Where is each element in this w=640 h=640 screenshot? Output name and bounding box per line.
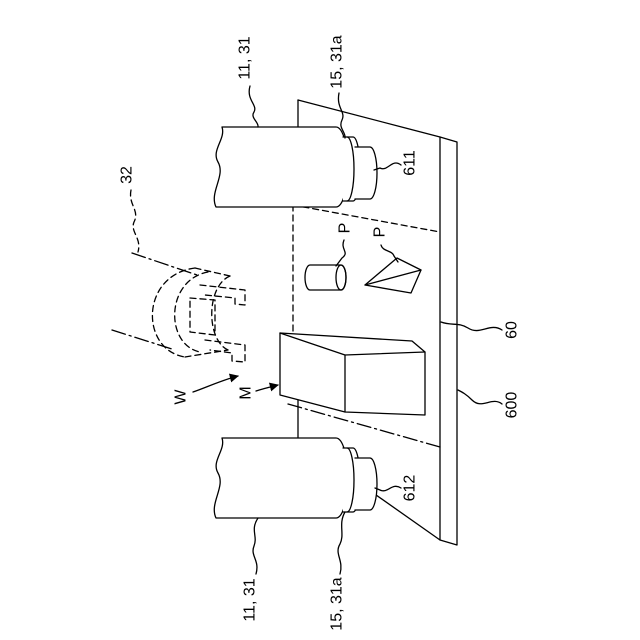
region-top-edge [293, 205, 440, 232]
label-lens-bottom: 15, 31a [329, 577, 346, 630]
leader-gripper [131, 190, 139, 252]
label-gripper: 32 [119, 166, 136, 184]
label-region: 60 [504, 321, 521, 339]
gripper-palm [190, 298, 215, 335]
cylinder-body [305, 265, 346, 290]
arrow-w [193, 376, 238, 392]
lens-front [355, 458, 377, 510]
gripper-axis-upper [132, 253, 200, 276]
lens-front [355, 147, 377, 199]
label-box: M [238, 386, 255, 399]
object-cylinder [305, 265, 346, 290]
box-outline [280, 333, 425, 415]
camera-top [214, 127, 377, 207]
camera-bottom [214, 438, 377, 518]
camera-body [214, 127, 348, 207]
leader-612 [375, 486, 401, 491]
label-611: 611 [402, 150, 419, 176]
leader-lens-bottom [338, 512, 345, 574]
label-612: 612 [402, 475, 419, 502]
label-camera-bottom: 11, 31 [242, 578, 259, 621]
label-camera-top: 11, 31 [237, 36, 254, 79]
leader-camera-top [249, 86, 258, 127]
arrow-m [256, 385, 278, 391]
leader-600 [458, 390, 502, 404]
leader-object-cylinder [336, 240, 345, 266]
label-plate: 600 [504, 392, 521, 419]
camera-body [214, 438, 348, 518]
leader-camera-bottom [253, 518, 258, 574]
box-m [280, 333, 425, 415]
label-object-cylinder: P [337, 223, 354, 234]
object-pyramid [365, 258, 421, 293]
gripper-finger-upper [200, 285, 245, 305]
leader-60 [441, 322, 502, 331]
gripper-top-rim [195, 268, 230, 276]
pyramid-outline [365, 258, 421, 293]
reference-labels: 11, 31 15, 31a 611 32 P P 60 600 W M 612… [119, 35, 521, 630]
label-workpiece: W [173, 389, 190, 405]
label-object-pyramid: P [372, 227, 389, 238]
leader-611 [374, 163, 401, 170]
gripper-inner-arc [175, 272, 208, 352]
label-lens-top: 15, 31a [329, 35, 346, 88]
gripper [112, 253, 245, 362]
gripper-bottom-rim [185, 350, 228, 357]
